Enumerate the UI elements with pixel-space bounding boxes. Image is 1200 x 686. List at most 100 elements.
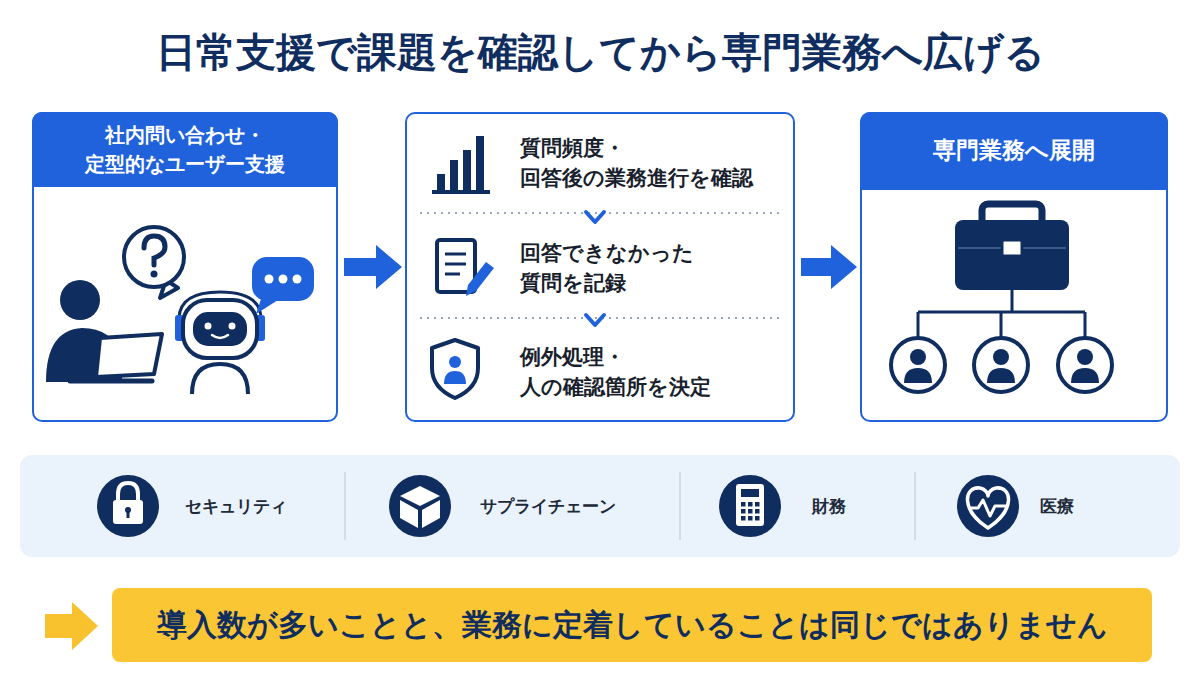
bar-chart-icon-part <box>476 136 484 190</box>
dotted-separator <box>420 213 780 318</box>
robot-illustration-part <box>256 315 265 341</box>
briefcase-tree-part <box>917 312 920 338</box>
flow-connector <box>586 315 604 325</box>
calculator-icon-part <box>748 509 753 514</box>
robot-illustration-part <box>265 275 274 284</box>
user-illustration <box>46 227 184 382</box>
calculator-icon-part <box>748 502 753 507</box>
calculator-icon-part <box>755 509 760 514</box>
user-illustration-part <box>70 379 152 384</box>
briefcase-tree-part <box>918 311 1085 314</box>
bar-chart-icon-part <box>432 190 490 194</box>
lock-icon-part <box>97 475 159 537</box>
dotted-separator-part <box>420 317 780 319</box>
robot-illustration-part <box>193 312 247 346</box>
header-text: 専門業務へ展開 <box>884 134 1144 167</box>
briefcase-tree-part <box>1002 240 1022 256</box>
block-arrow <box>344 245 402 289</box>
briefcase-tree <box>891 204 1112 392</box>
robot-illustration-part <box>256 296 278 314</box>
user-illustration-part <box>60 280 100 320</box>
heart-icon-part <box>968 500 1008 516</box>
bar-chart-icon-part <box>437 174 445 190</box>
cube-icon-part <box>389 475 451 537</box>
bar-chart-icon-part <box>450 160 458 190</box>
calculator-icon-part <box>741 516 746 521</box>
header-band: 専門業務へ展開 <box>860 112 1168 190</box>
calculator-icon-part <box>755 516 760 521</box>
cube-icon-part <box>400 500 418 528</box>
robot-illustration-part <box>192 364 248 394</box>
briefcase-tree-part <box>1077 349 1093 365</box>
shield-icon-part <box>432 340 478 398</box>
cube-icon-part <box>400 486 440 506</box>
step-text-wrap: 例外処理・ 人の確認箇所を決定 <box>520 330 770 414</box>
header-text: 社内問い合わせ・ 定型的なユーザー支援 <box>55 121 315 179</box>
domain-label: 医療 <box>1040 455 1074 557</box>
heart-icon-part <box>967 488 1008 528</box>
document-icon-part <box>445 253 466 256</box>
user-illustration-part <box>96 334 162 377</box>
panel-box: 専門業務へ展開 <box>860 112 1168 422</box>
briefcase-tree-part <box>987 368 1015 383</box>
step-item: 質問頻度・ 回答後の業務進行を確認 <box>420 118 780 208</box>
briefcase-tree-part <box>1058 338 1112 392</box>
chevron-arrow <box>586 212 604 222</box>
domain-label: 財務 <box>812 455 846 557</box>
lock-icon-part <box>113 500 143 524</box>
briefcase-tree-part <box>982 204 1042 228</box>
user-illustration-part <box>151 271 158 278</box>
user-illustration-part <box>160 280 178 298</box>
briefcase-tree-part <box>910 349 926 365</box>
chevron-arrow <box>586 315 604 325</box>
band-separator <box>345 472 915 540</box>
robot-illustration <box>175 257 314 394</box>
band-separator-part <box>344 472 346 540</box>
document-icon <box>437 240 494 296</box>
calculator-icon <box>719 475 781 537</box>
briefcase-tree-part <box>904 368 932 383</box>
block-arrow <box>801 245 857 289</box>
briefcase-tree-part <box>891 338 945 392</box>
calculator-icon-part <box>748 516 753 521</box>
diagram-title: 日常支援で課題を確認してから専門業務へ広げる <box>0 22 1200 82</box>
user-illustration-part <box>46 328 122 382</box>
band-separator-part <box>914 472 916 540</box>
calculator-icon-part <box>741 509 746 514</box>
user-illustration-part <box>144 236 165 265</box>
lock-icon-part <box>127 510 130 518</box>
robot-illustration-part <box>205 323 212 330</box>
pointer-arrow-part <box>45 602 98 650</box>
header-band: 社内問い合わせ・ 定型的なユーザー支援 <box>32 112 338 187</box>
panel-box: 社内問い合わせ・ 定型的なユーザー支援 <box>32 112 338 422</box>
flow-connector <box>344 245 402 289</box>
lock-icon <box>97 475 159 537</box>
document-icon-part <box>445 273 460 276</box>
cube-icon <box>389 475 451 537</box>
robot-illustration-part <box>175 315 184 341</box>
robot-illustration-part <box>293 275 302 284</box>
robot-illustration-part <box>179 292 261 318</box>
note-box: 導入数が多いことと、業務に定着していることは同じではありません <box>112 588 1152 662</box>
band-separator-part <box>679 472 681 540</box>
step-text: 質問頻度・ 回答後の業務進行を確認 <box>520 133 770 194</box>
calculator-icon-part <box>741 489 759 497</box>
domain-label: セキュリティ <box>185 455 287 557</box>
briefcase-tree-part <box>1011 290 1014 312</box>
robot-illustration-part <box>279 275 288 284</box>
lock-icon-part <box>118 483 138 502</box>
step-text-wrap: 回答できなかった 質問を記録 <box>520 226 770 310</box>
heart-icon <box>957 475 1019 537</box>
bar-chart-icon-part <box>463 150 471 190</box>
step-text: 例外処理・ 人の確認箇所を決定 <box>520 342 770 403</box>
shield-icon <box>432 340 478 398</box>
briefcase-tree-part <box>955 220 1069 290</box>
robot-illustration-part <box>252 257 314 301</box>
robot-illustration-part <box>212 335 228 338</box>
document-icon-part <box>445 263 466 266</box>
cube-icon-part <box>422 500 440 528</box>
robot-illustration-part <box>183 300 257 358</box>
shield-icon-part <box>444 371 466 384</box>
flow-connector <box>586 212 604 222</box>
